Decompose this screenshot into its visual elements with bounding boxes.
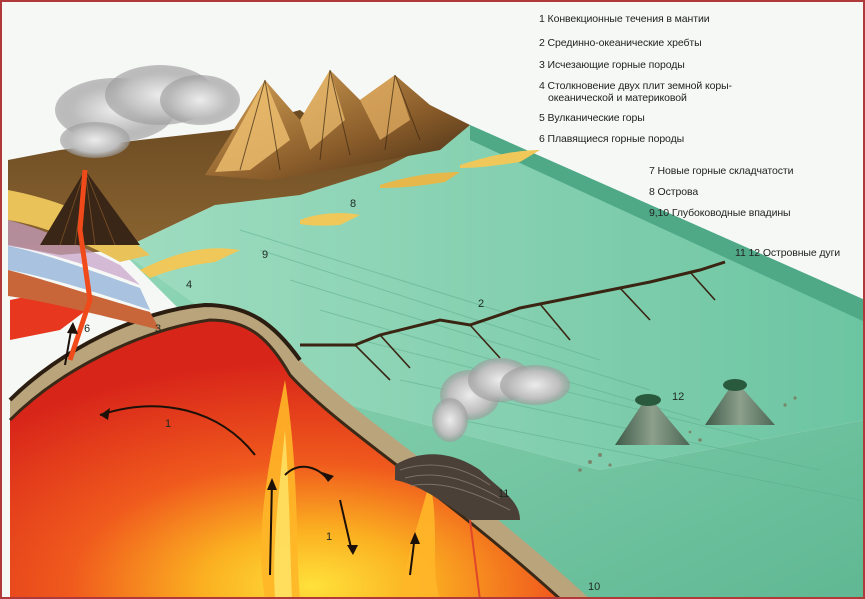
legend-item-2: 2 Срединно-океанические хребты bbox=[539, 37, 702, 49]
legend-item-1: 1 Конвекционные течения в мантии bbox=[539, 13, 709, 25]
legend-item-7: 7 Новые горные складчатости bbox=[649, 165, 793, 177]
legend-item-5: 5 Вулканические горы bbox=[539, 112, 645, 124]
label-4: 4 bbox=[186, 279, 192, 291]
label-11: 11 bbox=[498, 488, 509, 500]
legend-item-4-line1: 4 Столкновение двух плит земной коры- bbox=[539, 80, 732, 92]
label-9: 9 bbox=[262, 249, 268, 261]
label-1b: 1 bbox=[326, 531, 332, 543]
label-10: 10 bbox=[588, 581, 600, 593]
legend-item-9-10: 9,10 Глубоководные впадины bbox=[649, 207, 791, 219]
legend-item-3: 3 Исчезающие горные породы bbox=[539, 59, 685, 71]
legend-item-11-12: 11 12 Островные дуги bbox=[735, 247, 840, 259]
legend-item-4-line2: океанической и материковой bbox=[548, 92, 687, 104]
label-3: 3 bbox=[155, 323, 161, 335]
label-12: 12 bbox=[672, 391, 684, 403]
label-8: 8 bbox=[350, 198, 356, 210]
label-1: 1 bbox=[165, 418, 171, 430]
legend-item-8: 8 Острова bbox=[649, 186, 698, 198]
label-6: 6 bbox=[84, 323, 90, 335]
legend-item-6: 6 Плавящиеся горные породы bbox=[539, 133, 684, 145]
label-2: 2 bbox=[478, 298, 484, 310]
